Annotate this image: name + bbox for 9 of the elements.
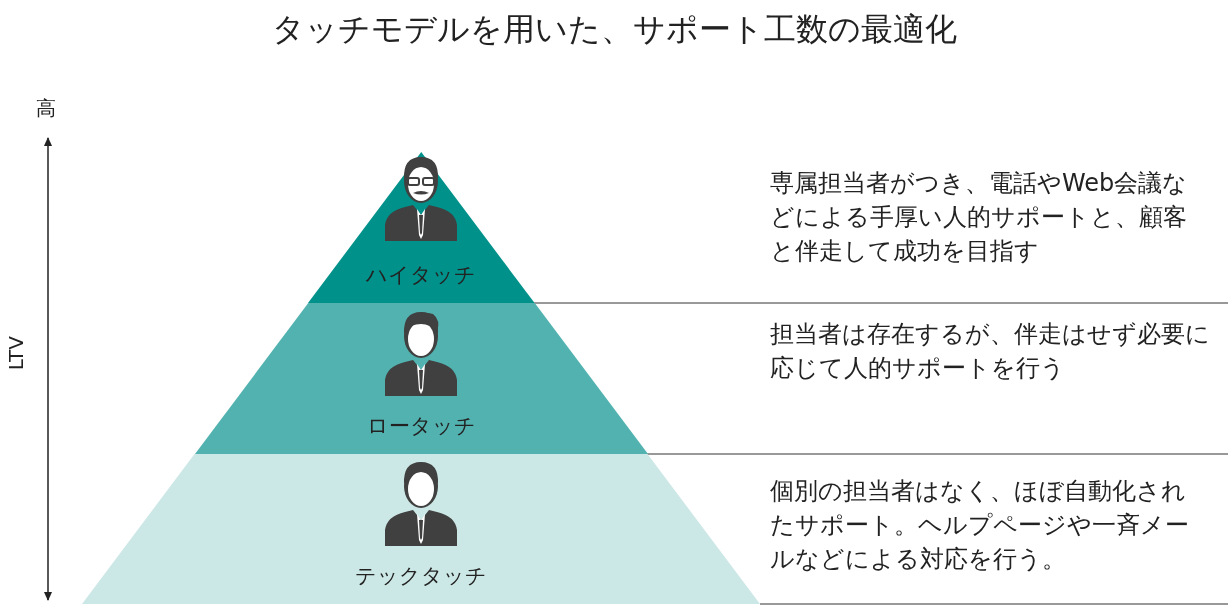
tier-label: ハイタッチ xyxy=(365,262,477,289)
tier-label: テックタッチ xyxy=(354,563,488,590)
description-text: 担当者は存在するが、伴走はせず必要に応じて人的サポートを行う xyxy=(770,319,1210,384)
title: タッチモデルを用いた、サポート工数の最適化 xyxy=(270,9,958,50)
axis-label: LTV xyxy=(4,336,28,371)
axis-label: 高 xyxy=(36,96,56,120)
tier-label: ロータッチ xyxy=(365,413,477,440)
description-text: 個別の担当者はなく、ほぼ自動化されたサポート。ヘルプページや一斉メールなどによる対応を行う。 xyxy=(770,476,1190,575)
description-text: 専属担当者がつき、電話やWeb会議などによる手厚い人的サポートと、顧客と伴走して成功を目指す xyxy=(770,168,1189,267)
